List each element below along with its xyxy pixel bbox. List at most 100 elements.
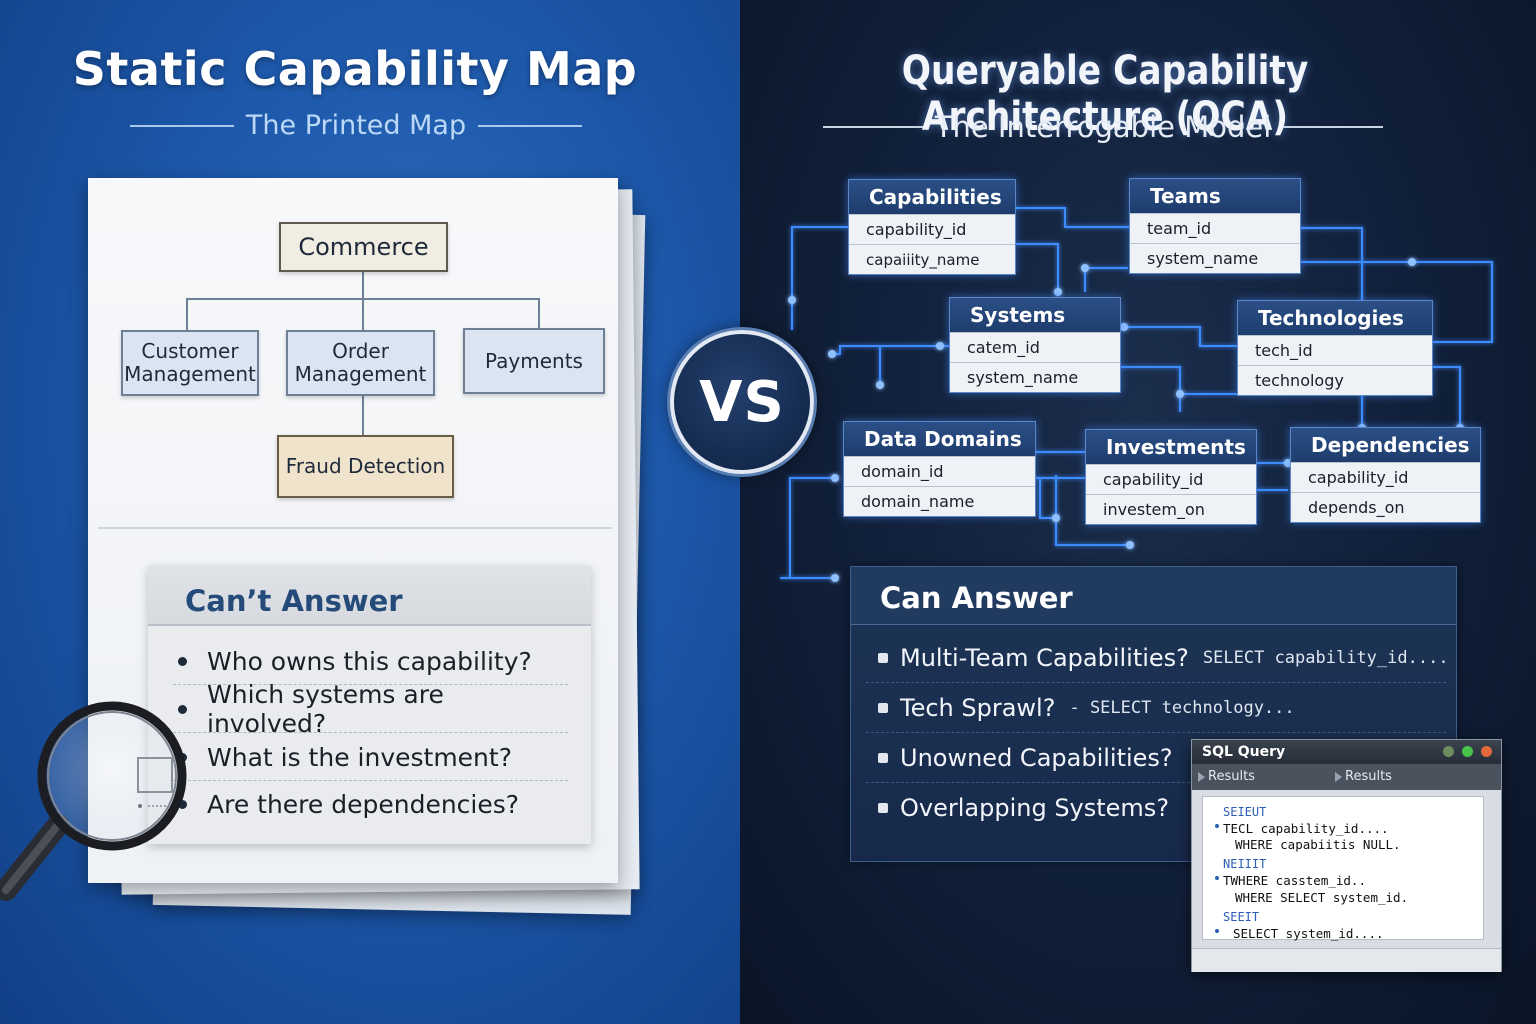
vs-label: VS — [699, 369, 785, 435]
table-technologies: Technologies tech_id technology — [1237, 300, 1433, 396]
sql-line: TECL capability_id.... — [1223, 821, 1389, 836]
sql-line: WHERE SELECT system_id. — [1235, 890, 1409, 905]
right-subtitle-text: The Interrogable Model — [934, 110, 1272, 144]
table-field: domain_id — [844, 456, 1035, 486]
sql-keyword: SEEIT — [1223, 910, 1260, 924]
subtitle-rule-left — [823, 126, 923, 128]
window-minimize-icon[interactable] — [1443, 746, 1454, 757]
can-answer-header: Can Answer — [851, 567, 1456, 625]
can-answer-sql: - SELECT technology... — [1069, 697, 1295, 718]
table-field: investem_on — [1086, 494, 1256, 524]
can-answer-item: Multi-Team Capabilities? SELECT capabili… — [866, 633, 1449, 683]
org-connector — [186, 298, 188, 330]
table-teams: Teams team_id system_name — [1129, 178, 1301, 274]
queryable-architecture-panel: Queryable Capability Architecture (QCA) … — [740, 0, 1536, 1024]
circuit-wires — [780, 207, 1493, 582]
cant-answer-item: Are there dependencies? — [173, 781, 568, 828]
play-icon — [1335, 771, 1342, 782]
table-header: Dependencies — [1291, 428, 1480, 462]
table-header: Technologies — [1238, 301, 1432, 335]
table-field: capaiiity_name — [849, 244, 1015, 274]
can-answer-question: Overlapping Systems? — [900, 794, 1170, 822]
bullet-icon — [1215, 824, 1219, 828]
table-header: Systems — [950, 298, 1120, 332]
bullet-icon — [1215, 876, 1219, 880]
table-systems: Systems сatem_id system_name — [949, 297, 1121, 393]
cant-answer-text: Who owns this capability? — [207, 646, 532, 676]
right-subtitle: The Interrogable Model — [823, 110, 1383, 144]
magnifier-icon — [0, 701, 187, 901]
static-map-panel: Static Capability Map The Printed Map Co… — [0, 0, 740, 1024]
table-header: Data Domains — [844, 422, 1035, 456]
sql-status-bar — [1192, 948, 1501, 972]
can-answer-item: Tech Sprawl? - SELECT technology... — [866, 683, 1446, 733]
tab-results-second[interactable]: Results — [1335, 769, 1392, 784]
org-box-order-management: Order Management — [286, 330, 435, 396]
bullet-icon — [878, 752, 888, 763]
org-box-label: Management — [124, 362, 256, 386]
bullet-icon — [178, 704, 187, 714]
org-box-customer-management: Customer Management — [121, 330, 259, 396]
cant-answer-text: Which systems are involved? — [207, 680, 444, 738]
sql-keyword: SEIEUT — [1223, 805, 1267, 819]
table-header: Capabilities — [849, 180, 1015, 214]
sql-window-titlebar: SQL Query — [1192, 740, 1501, 764]
table-field: domain_name — [844, 486, 1035, 516]
play-icon — [1198, 771, 1205, 782]
table-header: Investments — [1086, 430, 1256, 464]
paper-divider — [98, 527, 612, 529]
table-field: capability_id — [1086, 464, 1256, 494]
table-field: technology — [1238, 365, 1432, 395]
tab-label: Results — [1208, 769, 1255, 784]
table-capabilities: Capabilities capability_id capaiiity_nam… — [848, 179, 1016, 275]
left-subtitle: The Printed Map — [130, 110, 582, 141]
sql-line: SELECT system_id.... — [1233, 926, 1384, 941]
sql-window-tabs: Results Results — [1192, 764, 1501, 790]
org-connector — [362, 272, 364, 299]
cant-answer-card: Can’t Answer Who owns this capability? W… — [148, 566, 591, 844]
bullet-icon — [878, 702, 888, 713]
table-field: depends_on — [1291, 492, 1480, 522]
subtitle-rule-left — [130, 124, 234, 127]
table-field: system_name — [950, 362, 1120, 392]
sql-line: TWHERE casstem_id.. — [1223, 873, 1366, 888]
can-answer-question: Tech Sprawl? — [900, 693, 1056, 722]
org-connector — [362, 396, 364, 435]
tab-label: Results — [1345, 769, 1392, 784]
bullet-icon — [878, 803, 888, 813]
cant-answer-header: Can’t Answer — [148, 566, 591, 626]
window-maximize-icon[interactable] — [1462, 746, 1473, 757]
left-title: Static Capability Map — [72, 42, 638, 96]
org-connector — [538, 298, 540, 328]
sql-editor[interactable]: SEIEUT TECL capability_id.... WHERE capa… — [1202, 796, 1484, 941]
org-box-label: Management — [294, 362, 427, 386]
sql-keyword: NEIIIT — [1223, 857, 1267, 871]
table-data-domains: Data Domains domain_id domain_name — [843, 421, 1036, 517]
bullet-icon — [178, 656, 187, 666]
table-field: capability_id — [1291, 462, 1480, 492]
tab-results[interactable]: Results — [1198, 769, 1255, 784]
org-connector — [362, 298, 364, 330]
table-field: tech_id — [1238, 335, 1432, 365]
cant-answer-text: Are there dependencies? — [207, 790, 520, 819]
table-field: capability_id — [849, 214, 1015, 244]
table-dependencies: Dependencies capability_id depends_on — [1290, 427, 1481, 523]
subtitle-rule-right — [478, 124, 582, 127]
left-subtitle-text: The Printed Map — [245, 110, 467, 141]
org-box-payments: Payments — [463, 328, 605, 394]
can-answer-title: Can Answer — [880, 581, 1073, 615]
bullet-icon — [178, 800, 187, 809]
org-box-commerce: Commerce — [279, 222, 448, 272]
window-close-icon[interactable] — [1481, 746, 1492, 757]
cant-answer-text: What is the investment? — [207, 742, 512, 772]
can-answer-question: Unowned Capabilities? — [900, 743, 1173, 772]
org-box-fraud-detection: Fraud Detection — [277, 435, 454, 498]
sql-line: WHERE capabiitis NULL. — [1235, 837, 1401, 852]
sql-query-window: SQL Query Results Results SEIEUT TECL ca… — [1191, 739, 1502, 972]
table-field: team_id — [1130, 213, 1300, 243]
can-answer-sql: SELECT capability_id.... — [1202, 647, 1449, 668]
cant-answer-item: What is the investment? — [173, 734, 568, 781]
can-answer-item: Unowned Capabilities? — [866, 733, 1446, 783]
can-answer-question: Multi-Team Capabilities? — [900, 643, 1189, 672]
subtitle-rule-right — [1283, 126, 1383, 128]
